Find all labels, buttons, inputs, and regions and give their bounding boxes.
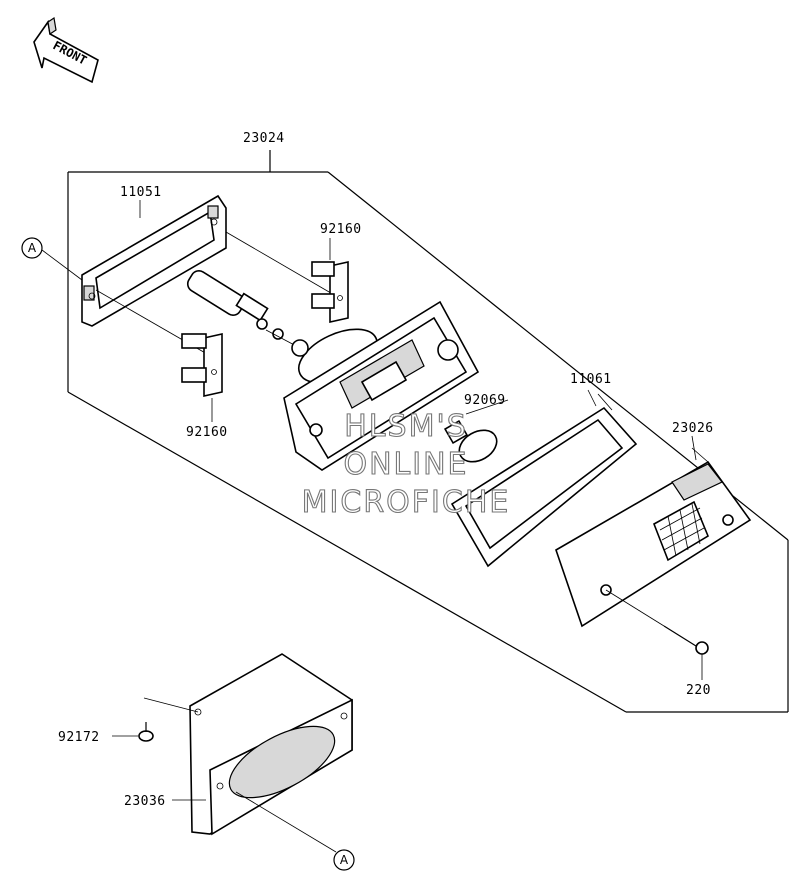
lens-gasket — [450, 393, 638, 568]
lower-socket — [95, 289, 223, 397]
label-assembly: 23024 — [243, 131, 285, 146]
leader-lines — [41, 200, 703, 853]
watermark: HLSM'S ONLINE MICROFICHE — [301, 408, 511, 520]
watermark-line-3: MICROFICHE — [302, 485, 511, 520]
bulb — [443, 399, 509, 463]
bolt — [138, 722, 154, 742]
upper-socket — [225, 231, 349, 323]
label-bulb: 92069 — [464, 393, 506, 408]
label-lens: 23026 — [672, 421, 714, 436]
screw — [605, 589, 709, 655]
front-arrow-icon: FRONT — [33, 16, 99, 84]
svg-text:A: A — [340, 853, 349, 867]
label-bracket: 23036 — [124, 794, 166, 809]
callout-a-top: A — [21, 237, 43, 259]
label-upper-socket: 92160 — [320, 222, 362, 237]
svg-text:A: A — [28, 241, 37, 255]
wire-connector — [186, 269, 301, 349]
mounting-bracket — [189, 653, 353, 836]
label-lens-gasket: 11061 — [570, 372, 612, 387]
watermark-line-2: ONLINE — [343, 447, 468, 482]
lamp-housing — [283, 300, 480, 471]
rear-gasket — [81, 194, 227, 327]
lens — [555, 447, 752, 628]
callout-a-bottom: A — [333, 849, 355, 871]
label-screw: 220 — [686, 683, 711, 698]
label-bolt: 92172 — [58, 730, 100, 745]
label-lower-socket: 92160 — [186, 425, 228, 440]
watermark-line-1: HLSM'S — [344, 409, 468, 444]
label-rear-gasket: 11051 — [120, 185, 162, 200]
